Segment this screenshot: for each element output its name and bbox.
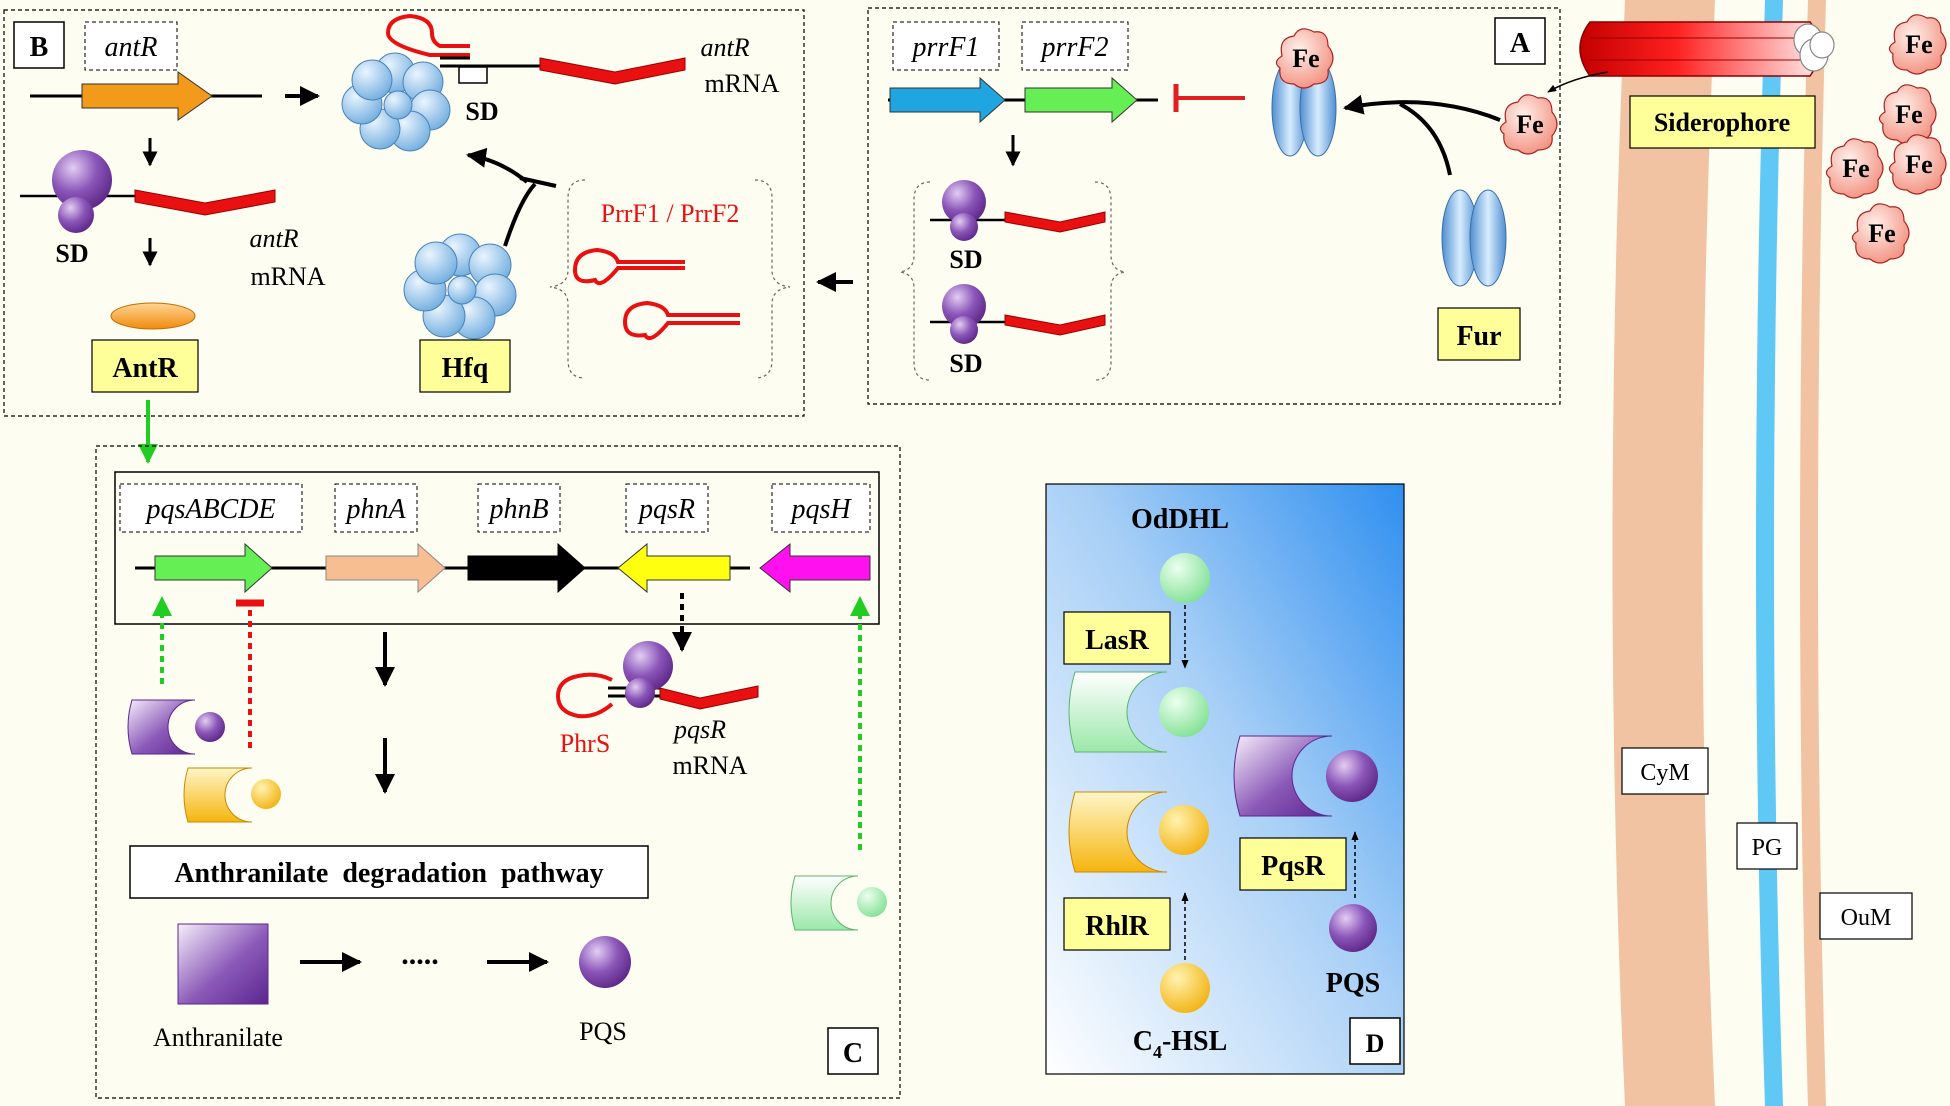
- ribosome-icon: [930, 180, 1106, 241]
- prrf-srna-icon: [572, 247, 740, 340]
- rhlr-receptor-icon: [1068, 791, 1209, 873]
- gene-label-phnb: phnB: [487, 494, 548, 525]
- cell-envelope: [1612, 0, 1826, 1106]
- hfq-antr-mrna-complex-icon: [341, 13, 686, 152]
- phrs-pqsr-mrna-complex-icon: [555, 641, 759, 719]
- pqs-label: PQS: [1326, 968, 1380, 999]
- fe-ion-icon: Fe: [1878, 84, 1937, 145]
- fe-ion-icon: Fe: [1888, 134, 1947, 195]
- gene-label-pqsr: pqsR: [637, 494, 695, 525]
- sd-label: SD: [949, 245, 982, 274]
- prrf-srna-label: PrrF1 / PrrF2: [601, 199, 740, 228]
- pqsh-gene-arrow: [759, 542, 871, 594]
- gene-label-pqsh: pqsH: [789, 494, 852, 525]
- rhlr-label: RhlR: [1085, 911, 1150, 942]
- panel-c-letter: C: [843, 1038, 863, 1069]
- svg-text:Fe: Fe: [1292, 44, 1319, 73]
- pqsr-pqs-receptor-icon: [127, 699, 225, 755]
- c4-hsl-molecule-icon: [1160, 963, 1210, 1013]
- siderophore-label-box: Siderophore: [1629, 95, 1816, 149]
- pathway-label: Anthranilate degradation pathway: [174, 858, 603, 889]
- gene-label-prrf1: prrF1: [911, 32, 980, 63]
- phnb-gene-arrow: [467, 542, 586, 594]
- cym-label: CyM: [1640, 760, 1689, 786]
- phrs-label: PhrS: [560, 729, 611, 758]
- panel-c: C pqsABCDE phnA phnB pqsR pqsH: [95, 445, 901, 1099]
- rhlr-c4hsl-receptor-icon: [183, 767, 281, 823]
- c4-hsl-label: C4-HSL: [1133, 1026, 1228, 1062]
- lasr-label: LasR: [1085, 625, 1150, 656]
- cym-label-box: CyM: [1621, 747, 1709, 795]
- antr-label: AntR: [112, 353, 178, 384]
- svg-text:Fe: Fe: [1905, 150, 1932, 179]
- panel-d-letter: D: [1366, 1029, 1385, 1058]
- siderophore-label: Siderophore: [1654, 108, 1790, 137]
- fe-ion-icon: Fe: [1825, 138, 1884, 199]
- lasr-receptor-icon: [1068, 671, 1209, 753]
- antr-mrna-gene-label: antR: [700, 33, 749, 62]
- antr-mrna-label: mRNA: [704, 69, 779, 98]
- panel-b-letter: B: [30, 32, 49, 63]
- pg-label-box: PG: [1736, 822, 1798, 870]
- pqs-label: PQS: [579, 1017, 627, 1046]
- pqsr-receptor-icon: [1233, 735, 1378, 817]
- sd-label: SD: [55, 239, 88, 268]
- antr-mrna-label: mRNA: [250, 262, 325, 291]
- fur-icon: [1441, 189, 1507, 287]
- pqsr-mrna-label: mRNA: [672, 751, 747, 780]
- pqsr-gene-arrow: [617, 542, 731, 594]
- pqs-molecule-icon: [1329, 904, 1377, 952]
- fe-ion-icon: Fe: [1499, 94, 1558, 155]
- oddhl-label: OdDHL: [1131, 504, 1229, 535]
- sd-label: SD: [949, 349, 982, 378]
- ribosome-icon: [930, 284, 1106, 344]
- prrf1-gene-arrow: [889, 76, 1006, 124]
- svg-text:Fe: Fe: [1516, 110, 1543, 139]
- cytoplasmic-membrane: [1612, 0, 1715, 1106]
- fe-ion-icon: Fe: [1851, 203, 1910, 264]
- gene-label-phna: phnA: [344, 494, 406, 525]
- antr-mrna-gene-label: antR: [249, 224, 298, 253]
- panel-a-letter: A: [1510, 28, 1531, 59]
- fur-fe-complex-icon: Fe: [1271, 28, 1337, 157]
- oum-label-box: OuM: [1819, 892, 1913, 940]
- operon-box: [114, 471, 880, 625]
- hfq-label: Hfq: [442, 353, 489, 384]
- fur-label: Fur: [1456, 321, 1501, 352]
- anthranilate-label: Anthranilate: [153, 1023, 283, 1052]
- anthranilate-icon: [177, 923, 269, 1005]
- gene-label-antr: antR: [105, 32, 158, 63]
- antr-gene-arrow: [81, 71, 213, 121]
- pqsr-mrna-gene-label: pqsR: [672, 715, 726, 744]
- peptidoglycan-layer: [1756, 0, 1783, 1106]
- svg-text:Fe: Fe: [1842, 154, 1869, 183]
- svg-text:Fe: Fe: [1895, 100, 1922, 129]
- pg-label: PG: [1752, 835, 1783, 861]
- prrf2-gene-arrow: [1024, 76, 1138, 124]
- gene-label-pqsabcde: pqsABCDE: [144, 494, 275, 525]
- antr-protein-icon: [110, 302, 196, 330]
- gene-label-prrf2: prrF2: [1040, 32, 1109, 63]
- oum-label: OuM: [1841, 905, 1892, 931]
- panel-a: A prrF1 prrF2 SD SD: [867, 7, 1609, 405]
- pqsr-label: PqsR: [1261, 851, 1326, 882]
- sd-label: SD: [465, 97, 498, 126]
- hfq-icon: [403, 233, 517, 340]
- svg-text:Fe: Fe: [1905, 30, 1932, 59]
- lasr-oddhl-receptor-icon: [790, 875, 887, 931]
- panel-d: D OdDHL LasR RhlR C4-HSL PqsR PQS: [1045, 483, 1405, 1075]
- pqsabcde-gene-arrow: [154, 542, 273, 594]
- svg-text:Fe: Fe: [1868, 219, 1895, 248]
- ribosome-icon: [20, 150, 276, 233]
- siderophore-icon: [1579, 21, 1835, 77]
- fe-ion-icon: Fe: [1888, 14, 1947, 75]
- pqs-molecule-icon: [579, 936, 631, 988]
- outer-membrane: [1800, 0, 1826, 1106]
- panel-b: B antR SD antR mRNA S: [3, 9, 805, 417]
- oddhl-molecule-icon: [1160, 553, 1210, 603]
- ellipsis-steps: .....: [401, 938, 439, 971]
- phna-gene-arrow: [325, 542, 446, 594]
